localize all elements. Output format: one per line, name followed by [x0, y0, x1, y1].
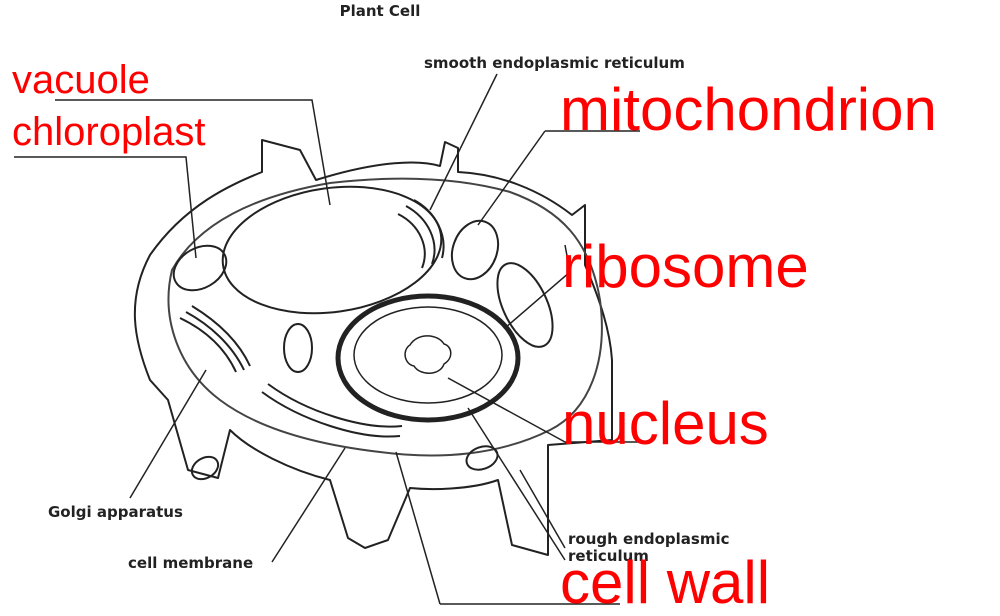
- smooth-er-leader: [430, 74, 497, 210]
- mitochondrion-shape: [444, 214, 506, 285]
- ribosome-leader: [505, 245, 570, 328]
- answer-mitochondrion: mitochondrion: [560, 80, 937, 140]
- chloroplast-leader: [14, 157, 196, 258]
- cell-membrane-leader: [272, 448, 345, 562]
- vacuole-shape: [214, 173, 449, 326]
- answer-nucleus: nucleus: [562, 394, 769, 454]
- diagram-title: Plant Cell: [0, 4, 760, 19]
- answer-vacuole: vacuole: [12, 60, 150, 100]
- label-golgi-apparatus: Golgi apparatus: [48, 505, 183, 520]
- mitochondrion-leader: [478, 131, 640, 225]
- answer-cell-wall: cell wall: [560, 553, 770, 613]
- golgi-leader: [130, 370, 206, 498]
- golgi-shape: [180, 306, 250, 372]
- answer-ribosome: ribosome: [562, 237, 809, 297]
- label-cell-membrane: cell membrane: [128, 556, 253, 571]
- label-smooth-er: smooth endoplasmic reticulum: [424, 56, 685, 71]
- answer-chloroplast: chloroplast: [12, 112, 205, 152]
